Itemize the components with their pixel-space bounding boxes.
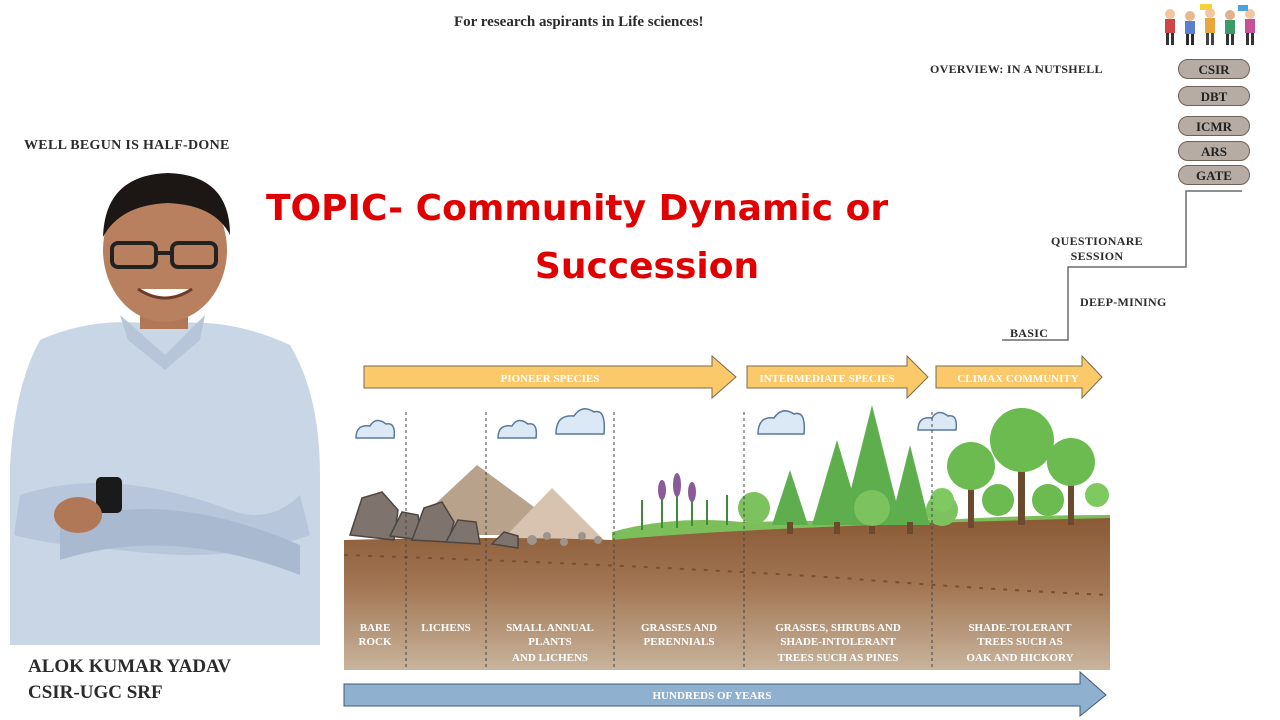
succession-diagram: PIONEER SPECIES INTERMEDIATE SPECIES CLI… xyxy=(343,354,1111,718)
page-title: TOPIC- Community Dynamic or Succession xyxy=(262,180,1032,296)
exam-pill-dbt: DBT xyxy=(1178,86,1250,106)
exam-pill-icmr: ICMR xyxy=(1178,116,1250,136)
stage-3-line-3: AND LICHENS xyxy=(512,652,588,664)
stage-4-line-1: GRASSES AND xyxy=(641,622,717,634)
stage-5-line-3: TREES SUCH AS PINES xyxy=(778,652,899,664)
stage-6-line-1: SHADE-TOLERANT xyxy=(968,622,1072,634)
stair-steps-line xyxy=(1002,190,1242,341)
title-line-1: TOPIC- Community Dynamic or xyxy=(266,188,889,229)
step-basic: BASIC xyxy=(1010,326,1049,340)
title-line-2: Succession xyxy=(534,246,760,287)
stage-2-line-1: LICHENS xyxy=(421,622,471,634)
phase-arrow-pioneer xyxy=(363,354,737,400)
step-deep-mining: DEEP-MINING xyxy=(1080,295,1167,309)
phase-label-pioneer: PIONEER SPECIES xyxy=(501,373,600,385)
stage-6-line-2: TREES SUCH AS xyxy=(977,636,1063,648)
stage-1-line-1: BARE xyxy=(360,622,391,634)
stage-5-line-1: GRASSES, SHRUBS AND xyxy=(775,622,901,634)
timeline-arrow xyxy=(343,670,1107,718)
exam-pill-gate: GATE xyxy=(1178,165,1250,185)
exam-pill-csir: CSIR xyxy=(1178,59,1250,79)
presenter-name-block: ALOK KUMAR YADAV CSIR-UGC SRF xyxy=(28,654,231,706)
phase-label-climax: CLIMAX COMMUNITY xyxy=(957,373,1078,385)
stage-5-line-2: SHADE-INTOLERANT xyxy=(780,636,896,648)
stage-6-line-3: OAK AND HICKORY xyxy=(966,652,1073,664)
phase-label-intermediate: INTERMEDIATE SPECIES xyxy=(759,373,894,385)
step-questionnaire: QUESTIONARE SESSION xyxy=(1051,234,1143,263)
exam-pill-ars: ARS xyxy=(1178,141,1250,161)
tagline: For research aspirants in Life sciences! xyxy=(454,14,704,30)
stage-4-line-2: PERENNIALS xyxy=(644,636,715,648)
presenter-designation: CSIR-UGC SRF xyxy=(28,682,163,703)
motto: WELL BEGUN IS HALF-DONE xyxy=(24,138,230,153)
stage-1-line-2: ROCK xyxy=(359,636,392,648)
students-group-icon xyxy=(1165,4,1255,45)
stage-3-line-2: PLANTS xyxy=(528,636,571,648)
phase-arrow-climax xyxy=(935,354,1103,400)
stage-3-line-1: SMALL ANNUAL xyxy=(506,622,594,634)
presenter-name: ALOK KUMAR YADAV xyxy=(28,656,232,677)
timeline-label: HUNDREDS OF YEARS xyxy=(653,690,772,702)
phase-arrow-intermediate xyxy=(746,354,929,400)
overview-heading: OVERVIEW: IN A NUTSHELL xyxy=(930,62,1103,76)
presenter-photo xyxy=(10,173,320,645)
